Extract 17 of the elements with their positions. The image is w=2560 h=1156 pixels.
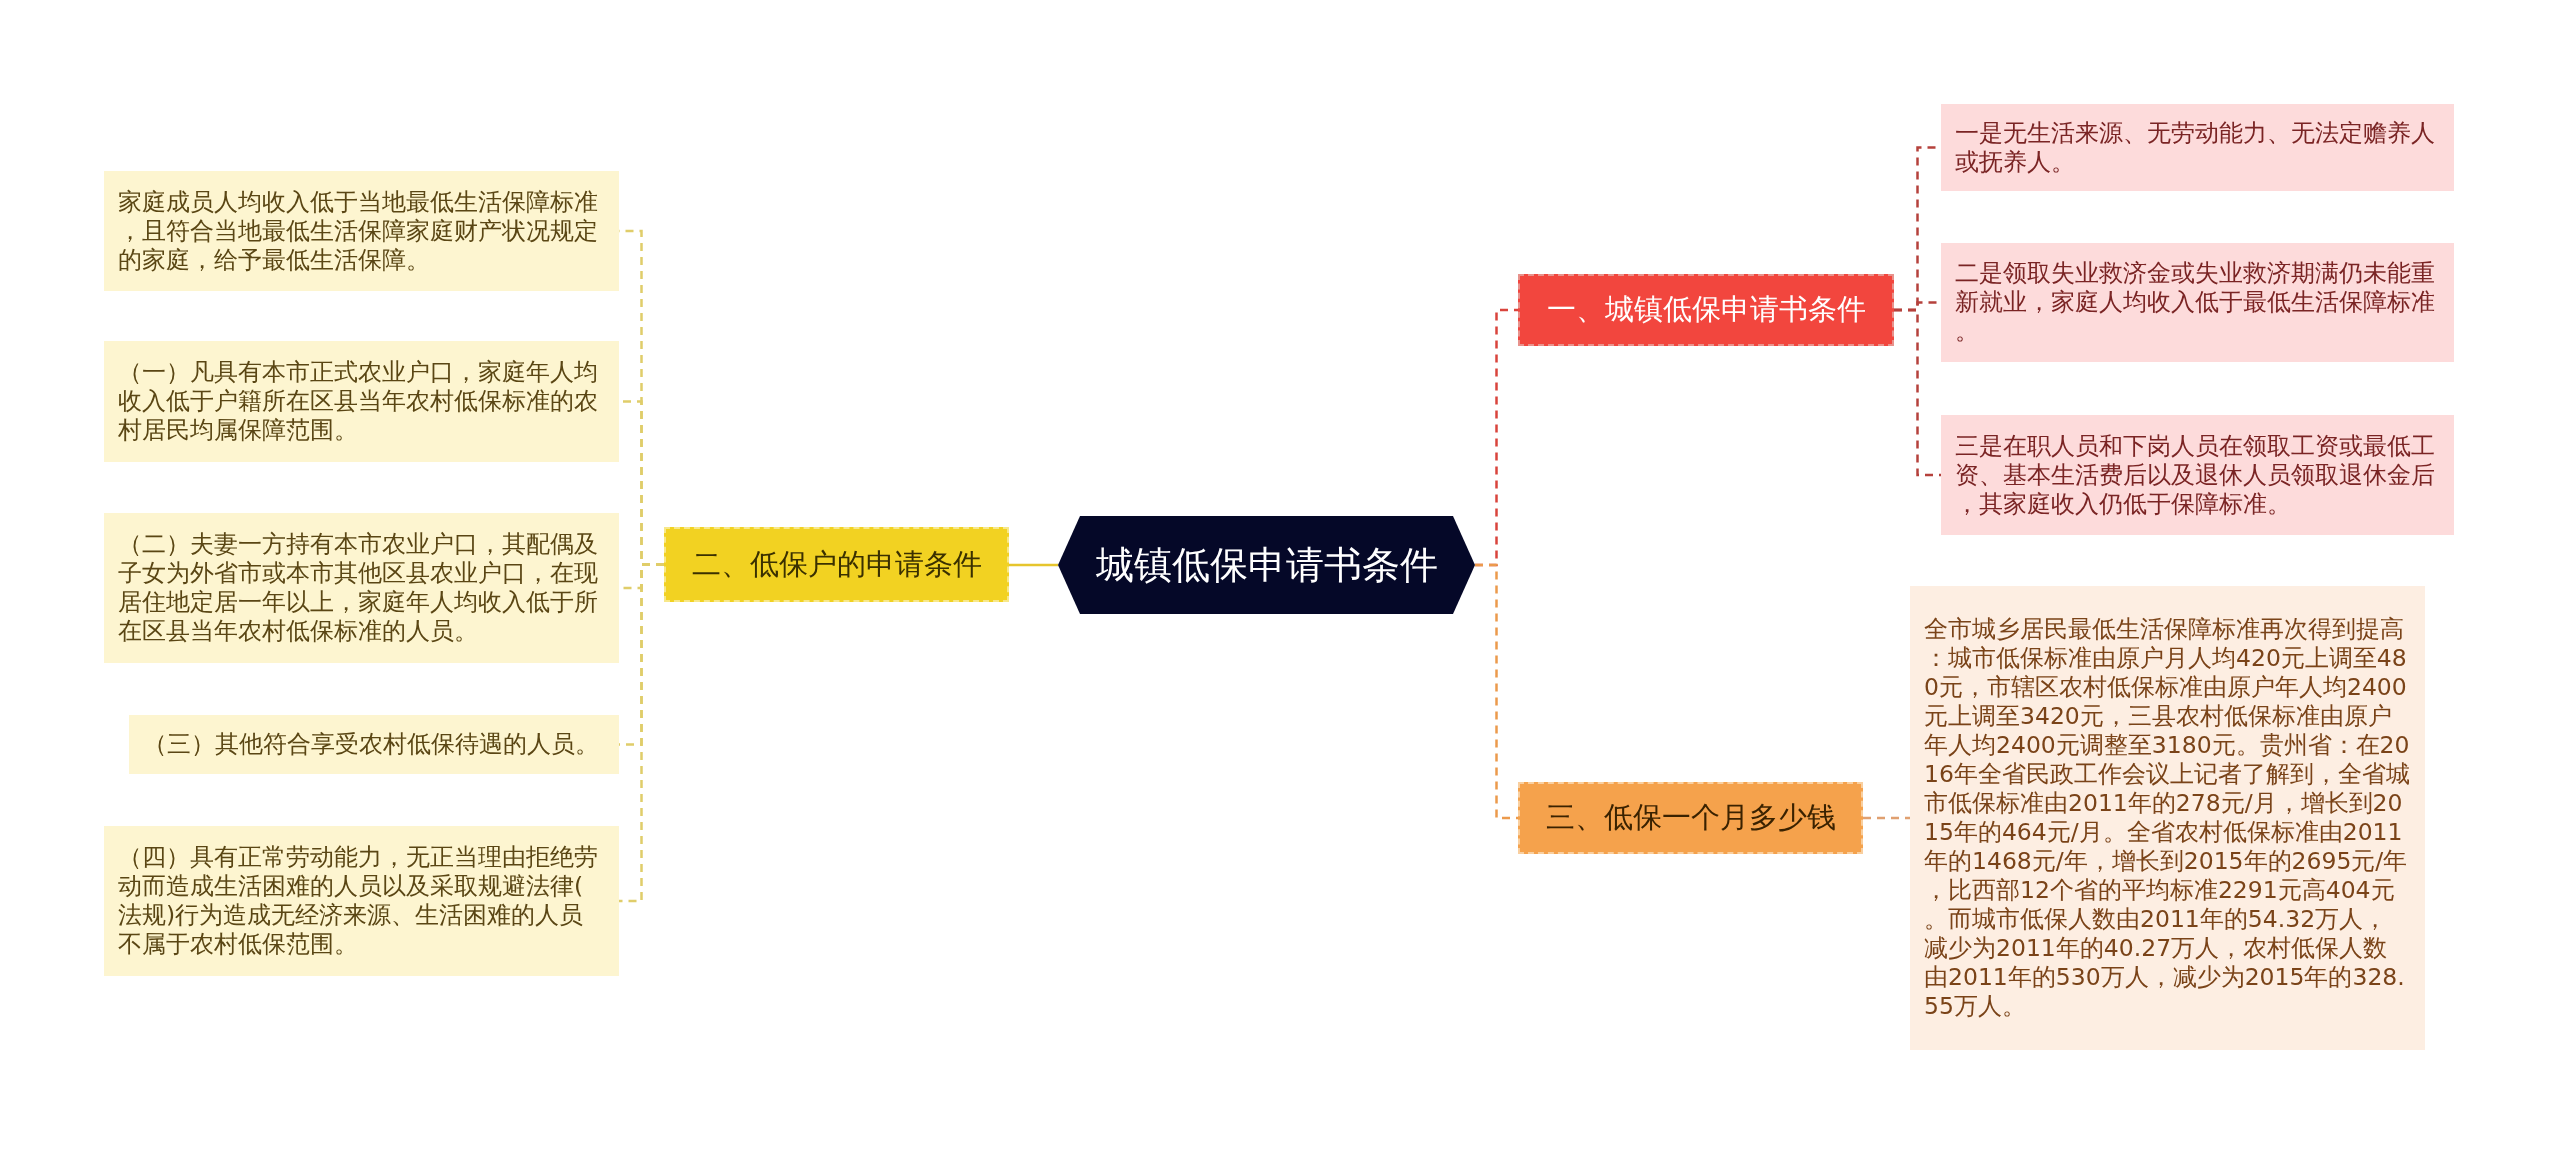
branch-box: 二、低保户的申请条件 (664, 527, 1009, 602)
note-box: （二）夫妻一方持有本市农业户口，其配偶及子女为外省市或本市其他区县农业户口，在现居住地定居一年以上，家庭年人均收入低于所在区县当年农村低保标准的人员。 (104, 513, 619, 663)
note-box: 一是无生活来源、无劳动能力、无法定赡养人或抚养人。 (1941, 104, 2454, 191)
connector-line (1475, 563, 1518, 820)
note-box: 二是领取失业救济金或失业救济期满仍未能重新就业，家庭人均收入低于最低生活保障标准。 (1941, 243, 2454, 362)
connector-line (1009, 563, 1058, 567)
note-box: （一）凡具有本市正式农业户口，家庭年人均收入低于户籍所在区县当年农村低保标准的农村居民均属保障范围。 (104, 341, 619, 462)
connector-line (1863, 816, 1910, 820)
connector-line (619, 563, 664, 903)
note-box: （三）其他符合享受农村低保待遇的人员。 (129, 715, 619, 774)
note-box: （四）具有正常劳动能力，无正当理由拒绝劳动而造成生活困难的人员以及采取规避法律(法规)行为造成无经济来源、生活困难的人员不属于农村低保范围。 (104, 826, 619, 976)
note-box: 三是在职人员和下岗人员在领取工资或最低工资、基本生活费后以及退休人员领取退休金后，其家庭收入仍低于保障标准。 (1941, 415, 2454, 535)
note-box: 全市城乡居民最低生活保障标准再次得到提高：城市低保标准由原户月人均420元上调至480元，市辖区农村低保标准由原户年人均2400元上调至3420元，三县农村低保标准由原户年人均2400元调整至3180元。贵州省：在2016年全省民政工作会议上记者了解到，全省城市低保标准由2011年的278元/月，增长到2015年的464元/月。全省农村低保标准由2011年的1468元/年，增长到2015年的2695元/年，比西部12个省的平均标准2291元高404元。而城市低保人数由2011年的54.32万人，减少为2011年的40.27万人，农村低保人数由2011年的530万人，减少为2015年的328.55万人。 (1910, 586, 2425, 1050)
connector-line (1894, 308, 1941, 477)
branch-box: 一、城镇低保申请书条件 (1518, 274, 1894, 346)
branch-box: 三、低保一个月多少钱 (1518, 782, 1863, 854)
note-box: 家庭成员人均收入低于当地最低生活保障标准，且符合当地最低生活保障家庭财产状况规定的家庭，给予最低生活保障。 (104, 171, 619, 291)
